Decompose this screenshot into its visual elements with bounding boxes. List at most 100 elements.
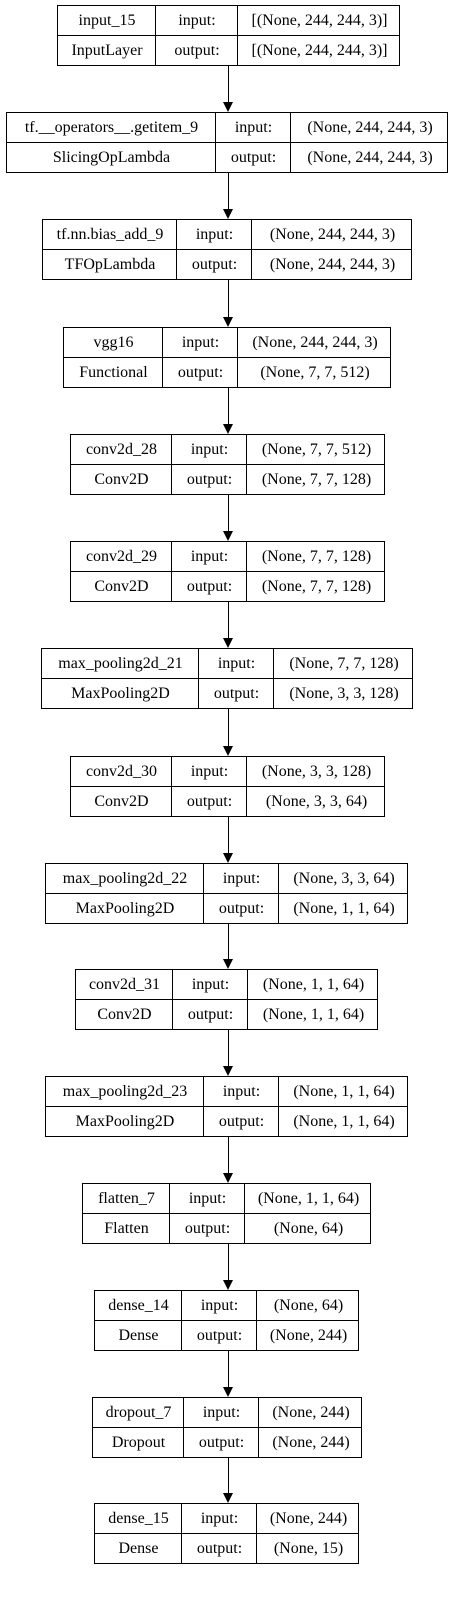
row-divider <box>71 786 384 787</box>
layer-name: conv2d_30 <box>85 762 158 780</box>
output-label: output: <box>184 1220 231 1237</box>
output-label: output: <box>218 900 265 917</box>
layer-name: dropout_7 <box>105 1403 172 1421</box>
input-label: input: <box>234 118 273 136</box>
output-label: output: <box>186 793 233 810</box>
connector-line <box>228 1137 229 1173</box>
arrow-head-icon <box>223 1493 233 1503</box>
layer-name: input_15 <box>78 11 136 29</box>
output-label: output: <box>196 1540 243 1557</box>
output-label: output: <box>187 1006 234 1023</box>
output-shape: (None, 244) <box>272 1434 350 1451</box>
layer-name: dense_15 <box>108 1509 169 1527</box>
input-label: input: <box>190 762 229 780</box>
input-label: input: <box>200 1509 239 1527</box>
input-shape: (None, 244, 244, 3) <box>269 225 396 243</box>
output-shape: (None, 244, 244, 3) <box>307 149 433 166</box>
input-shape: [(None, 244, 244, 3)] <box>251 11 388 29</box>
layer-name: vgg16 <box>93 333 134 351</box>
input-label: input: <box>202 1403 241 1421</box>
output-shape: (None, 1, 1, 64) <box>262 1006 365 1023</box>
layer-type: InputLayer <box>71 42 143 59</box>
output-label: output: <box>177 364 224 381</box>
output-shape: (None, 3, 3, 64) <box>265 793 368 810</box>
arrow-head-icon <box>223 746 233 756</box>
arrow-head-icon <box>223 209 233 219</box>
output-label: output: <box>230 149 277 166</box>
output-label: output: <box>218 1113 265 1130</box>
row-divider <box>42 678 412 679</box>
arrow-head-icon <box>223 853 233 863</box>
arrow-head-icon <box>223 317 233 327</box>
layer-name: conv2d_28 <box>85 440 158 458</box>
arrow-head-icon <box>223 1066 233 1076</box>
connector-line <box>228 388 229 424</box>
layer-name: tf.nn.bias_add_9 <box>56 225 164 243</box>
layer-type: MaxPooling2D <box>75 1113 175 1130</box>
layer-name: dense_14 <box>108 1296 169 1314</box>
layer-name: max_pooling2d_21 <box>58 654 183 672</box>
output-shape: (None, 7, 7, 128) <box>261 578 372 595</box>
row-divider <box>46 1106 407 1107</box>
input-label: input: <box>190 440 229 458</box>
layer-type: Flatten <box>104 1220 149 1237</box>
input-shape: (None, 3, 3, 64) <box>293 869 395 887</box>
output-shape: (None, 1, 1, 64) <box>293 1113 395 1130</box>
input-shape: (None, 1, 1, 64) <box>257 1189 360 1207</box>
input-shape: (None, 1, 1, 64) <box>293 1082 395 1100</box>
input-shape: (None, 7, 7, 128) <box>289 654 399 672</box>
output-shape: (None, 1, 1, 64) <box>293 900 395 917</box>
row-divider <box>43 249 411 250</box>
connector-line <box>228 924 229 959</box>
layer-type: TFOpLambda <box>64 256 156 273</box>
connector-line <box>228 602 229 638</box>
input-label: input: <box>191 975 230 993</box>
layer-type: SlicingOpLambda <box>52 149 171 166</box>
arrow-head-icon <box>223 638 233 648</box>
arrow-head-icon <box>223 1387 233 1397</box>
output-label: output: <box>174 42 220 59</box>
output-shape: (None, 15) <box>273 1540 344 1557</box>
output-shape: (None, 244) <box>269 1327 348 1344</box>
connector-line <box>228 495 229 531</box>
connector-line <box>228 173 229 209</box>
input-label: input: <box>217 654 256 672</box>
layer-type: Conv2D <box>94 578 149 595</box>
row-divider <box>95 1533 358 1534</box>
layer-type: Conv2D <box>94 471 149 488</box>
layer-type: Dropout <box>111 1434 166 1451</box>
output-label: output: <box>191 256 238 273</box>
input-shape: (None, 1, 1, 64) <box>262 975 365 993</box>
input-label: input: <box>222 1082 261 1100</box>
row-divider <box>71 571 384 572</box>
row-divider <box>95 1320 358 1321</box>
arrow-head-icon <box>223 1173 233 1183</box>
input-label: input: <box>200 1296 239 1314</box>
layer-name: max_pooling2d_23 <box>62 1082 188 1100</box>
row-divider <box>58 35 399 36</box>
output-label: output: <box>196 1327 243 1344</box>
arrow-head-icon <box>223 102 233 112</box>
output-label: output: <box>186 471 233 488</box>
row-divider <box>71 464 384 465</box>
input-label: input: <box>195 225 234 243</box>
layer-type: Conv2D <box>97 1006 152 1023</box>
output-shape: (None, 64) <box>273 1220 344 1237</box>
layer-type: Conv2D <box>94 793 149 810</box>
connector-line <box>228 1030 229 1066</box>
input-shape: (None, 7, 7, 128) <box>261 547 372 565</box>
layer-name: conv2d_29 <box>85 547 158 565</box>
output-label: output: <box>198 1434 245 1451</box>
input-shape: (None, 3, 3, 128) <box>261 762 372 780</box>
